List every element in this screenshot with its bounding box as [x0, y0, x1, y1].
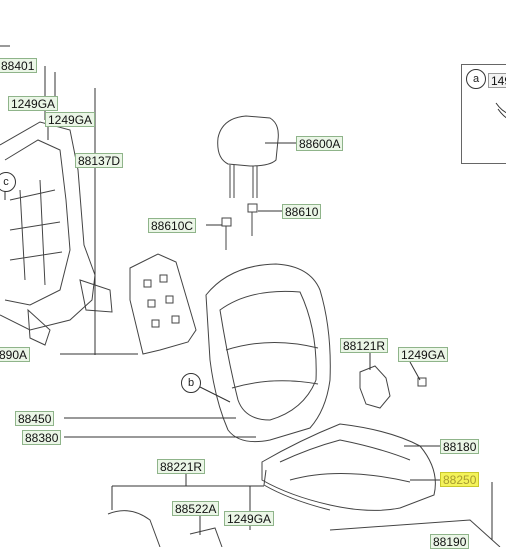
label-88600a: 88600A — [296, 136, 344, 151]
headrest — [217, 115, 279, 198]
label-88121r: 88121R — [340, 338, 389, 353]
headrest-guides — [221, 203, 258, 250]
label-88610c: 88610C — [148, 218, 197, 233]
label-890a: 890A — [0, 347, 31, 362]
label-1249ga-upper: 1249GA — [45, 112, 96, 127]
label-88450: 88450 — [15, 411, 55, 426]
label-88610: 88610 — [282, 204, 322, 219]
label-88522a: 88522A — [172, 501, 220, 516]
seat-rail — [107, 510, 501, 547]
label-88137d: 88137D — [75, 153, 124, 168]
leader-lines — [0, 45, 493, 540]
label-88250: 88250 — [440, 472, 480, 487]
label-88221r: 88221R — [157, 459, 206, 474]
label-88180: 88180 — [440, 439, 480, 454]
seat-back-cushion — [205, 263, 331, 443]
seat-cushion — [261, 423, 436, 511]
callout-b: b — [181, 373, 201, 393]
inset-clip-icon — [495, 102, 506, 119]
inset-part-label: 149 — [488, 73, 506, 88]
label-1249ga-bottom: 1249GA — [224, 511, 275, 526]
label-88380: 88380 — [22, 430, 62, 445]
callout-a: a — [466, 69, 486, 89]
seat-back-board — [129, 253, 197, 355]
side-cover — [359, 365, 427, 409]
detail-inset-a: a 149 — [461, 64, 506, 164]
label-88401: 88401 — [0, 58, 38, 73]
label-88190: 88190 — [430, 534, 470, 549]
label-1249ga-side: 1249GA — [398, 347, 449, 362]
callout-c: c — [0, 172, 16, 192]
label-1249ga-top: 1249GA — [8, 96, 59, 111]
